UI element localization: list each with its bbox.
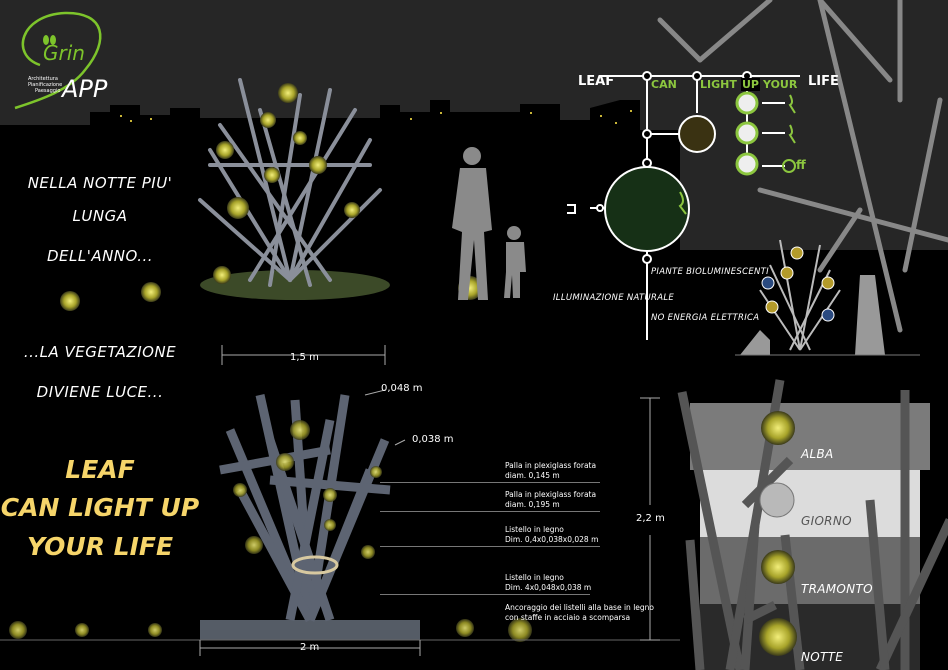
dimension-section-1: 0,048 m [381, 383, 423, 394]
phase-label-giorno: GIORNO [801, 514, 852, 528]
tree-perspective [198, 78, 482, 300]
dimension-top-width: 1,5 m [290, 352, 319, 363]
slogan-line: LEAF [65, 455, 135, 484]
annotation-line: Palla in plexiglass forata [505, 490, 597, 499]
tree-elevation [0, 394, 680, 642]
phase-label-alba: ALBA [801, 447, 834, 461]
dimension-base-width: 2 m [300, 642, 320, 653]
diagram-word-can: CAN [651, 78, 677, 91]
slogan-line: CAN LIGHT UP [0, 493, 200, 522]
annotation-line: diam. 0,145 m [505, 471, 560, 480]
feature-label: ILLUMINAZIONE NATURALE [553, 293, 675, 303]
svg-text:Pianificazione: Pianificazione [28, 82, 62, 88]
light-ball [141, 282, 161, 302]
dimension-lines [199, 389, 660, 656]
light-ball [60, 291, 80, 311]
leader-line [380, 482, 600, 483]
annotation-line: Dim. 0,4x0,038x0,028 m [505, 535, 599, 544]
grinapp-logo: Grin APP Architettura Pianificazione Pae… [14, 11, 108, 110]
dimension-top [221, 345, 386, 365]
diagram-word-your: YOUR [763, 78, 798, 91]
diagram-word-life: LIFE [808, 74, 839, 89]
tree-branches-right [657, 0, 948, 333]
phrase-line: LUNGA [72, 207, 128, 225]
tree-thumbnail [735, 239, 920, 356]
annotation-line: Listello in legno [505, 525, 564, 534]
phrase-line: NELLA NOTTE PIU' [27, 174, 173, 192]
leader-line [380, 511, 600, 512]
phase-label-notte: NOTTE [801, 650, 844, 664]
feature-label: NO ENERGIA ELETTRICA [651, 313, 760, 323]
feature-label: PIANTE BIOLUMINESCENTI [651, 267, 769, 277]
annotation: Ancoraggio dei listelli alla base in leg… [505, 603, 654, 623]
phases-panel [677, 379, 948, 670]
diagram-word-up: UP [741, 78, 760, 91]
diagram-word-light: LIGHT [700, 78, 737, 91]
leader-line [380, 546, 600, 547]
annotation-line: Ancoraggio dei listelli alla base in leg… [505, 603, 654, 612]
off-label: ff [796, 158, 806, 172]
annotation-line: Dim. 4x0,048x0,038 m [505, 583, 592, 592]
svg-text:Grin: Grin [43, 41, 85, 65]
dimension-height: 2,2 m [636, 513, 665, 524]
svg-text:Architettura: Architettura [28, 76, 58, 82]
phrase-line: DIVIENE LUCE... [36, 383, 164, 401]
svg-text:APP: APP [60, 75, 108, 103]
annotation-line: con staffe in acciaio a scomparsa [505, 613, 631, 622]
annotation-line: diam. 0,195 m [505, 500, 560, 509]
city-skyline [0, 100, 680, 250]
concept-diagram [567, 71, 800, 340]
annotation-line: Palla in plexiglass forata [505, 461, 597, 470]
annotation-line: Listello in legno [505, 573, 564, 582]
slogan-line: YOUR LIFE [26, 532, 174, 561]
dimension-section-2: 0,038 m [412, 434, 454, 445]
phrase-line: DELL'ANNO... [46, 247, 154, 265]
people-silhouette [452, 147, 526, 300]
svg-text:Paesaggio: Paesaggio [35, 88, 60, 94]
leader-line [380, 594, 590, 595]
diagram-word-leaf: LEAF [578, 74, 615, 89]
phase-label-tramonto: TRAMONTO [801, 582, 873, 596]
phrase-line: ...LA VEGETAZIONE [23, 343, 177, 361]
